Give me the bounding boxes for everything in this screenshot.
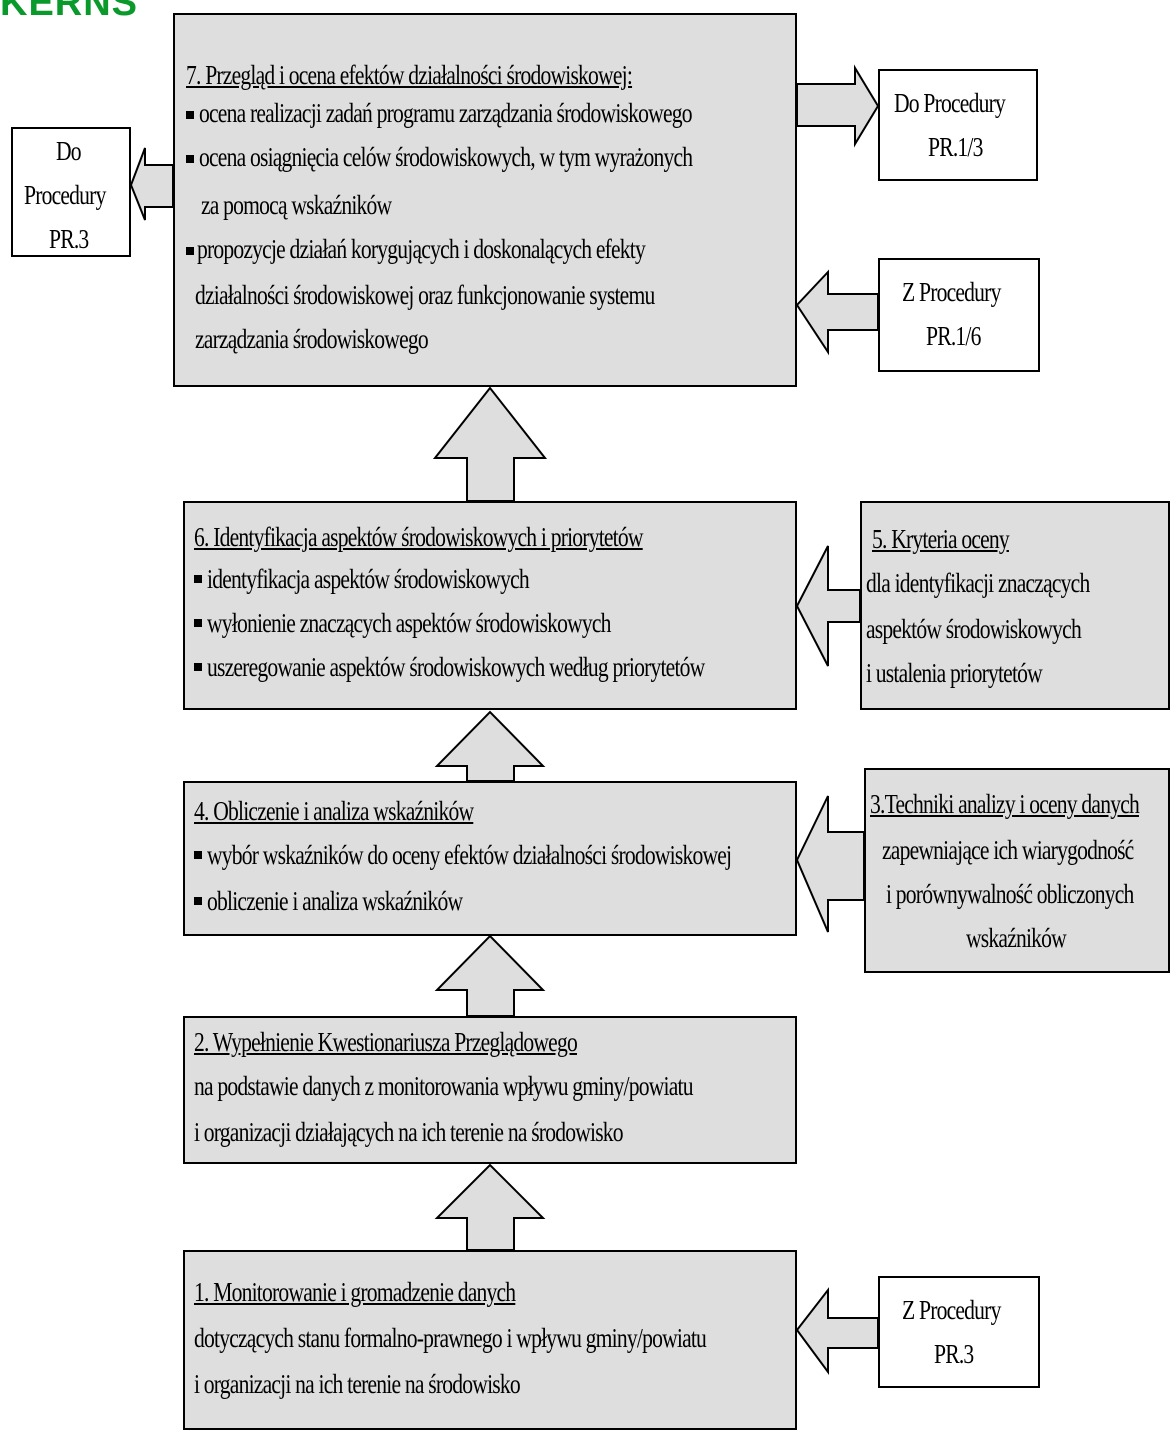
arrow-4-to-6 [434,710,546,782]
box7-line5: działalności środowiskowej oraz funkcjon… [195,280,655,310]
box5-title: 5. Kryteria oceny [872,524,1010,554]
ref-z-pr16-line2: PR.1/6 [926,321,981,351]
arrow-5-to-6 [795,545,861,667]
ref-z-procedury-pr3: Z Procedury PR.3 [878,1276,1040,1388]
logo: KERNS [0,0,139,24]
bullet-icon [194,851,202,859]
box2-line1: na podstawie danych z monitorowania wpły… [194,1071,694,1101]
arrow-6-to-7 [432,386,548,502]
arrow-pr16-to-7 [795,269,879,356]
box-identification-aspects: 6. Identyfikacja aspektów środowiskowych… [183,501,797,710]
arrow-1-to-2 [434,1163,546,1251]
box7-title: 7. Przegląd i ocena efektów działalności… [186,60,633,90]
box-questionnaire: 2. Wypełnienie Kwestionariusza Przeglądo… [183,1016,797,1164]
ref-do-pr13-line2: PR.1/3 [928,132,983,162]
ref-z-pr3-line2: PR.3 [934,1339,974,1369]
box5-line3: i ustalenia priorytetów [866,658,1043,688]
box3-line1: zapewniające ich wiarygodność [882,835,1134,865]
ref-do-procedury-pr3: Do Procedury PR.3 [11,127,131,257]
box5-line2: aspektów środowiskowych [866,614,1082,644]
ref-do-pr3-line1: Do [56,136,82,166]
ref-z-procedury-pr16: Z Procedury PR.1/6 [878,258,1040,372]
box4-line1: wybór wskaźników do oceny efektów działa… [207,840,732,870]
bullet-icon [194,663,202,671]
ref-z-pr3-line1: Z Procedury [902,1295,1001,1325]
box-review-evaluation: 7. Przegląd i ocena efektów działalności… [173,13,797,387]
bullet-icon [194,897,202,905]
box7-line4: propozycje działań korygujących i doskon… [197,234,646,264]
bullet-icon [186,247,194,255]
box7-line1: ocena realizacji zadań programu zarządza… [199,98,693,128]
bullet-icon [186,155,194,163]
ref-do-procedury-pr13: Do Procedury PR.1/3 [878,69,1038,181]
bullet-icon [186,111,194,119]
bullet-icon [194,619,202,627]
arrow-7-to-pr3 [129,147,174,221]
ref-do-pr13-line1: Do Procedury [894,88,1006,118]
bullet-icon [194,575,202,583]
box7-line2: ocena osiągnięcia celów środowiskowych, … [199,142,693,172]
box7-line3: za pomocą wskaźników [201,190,392,220]
box-evaluation-criteria: 5. Kryteria oceny dla identyfikacji znac… [860,501,1170,710]
box5-line1: dla identyfikacji znaczących [866,568,1090,598]
box3-title: 3.Techniki analizy i oceny danych [870,789,1140,819]
box-indicator-calculation: 4. Obliczenie i analiza wskaźników wybór… [183,781,797,936]
box3-line2: i porównywalność obliczonych [886,879,1134,909]
box6-line3: uszeregowanie aspektów środowiskowych we… [207,652,705,682]
box1-line1: dotyczących stanu formalno-prawnego i wp… [194,1323,707,1353]
box6-line1: identyfikacja aspektów środowiskowych [207,564,530,594]
ref-do-pr3-line2: Procedury [24,180,106,210]
box1-line2: i organizacji na ich terenie na środowis… [194,1369,521,1399]
ref-do-pr3-line3: PR.3 [49,224,89,254]
box2-line2: i organizacji działających na ich tereni… [194,1117,624,1147]
box2-title: 2. Wypełnienie Kwestionariusza Przeglądo… [194,1027,578,1057]
box6-line2: wyłonienie znaczących aspektów środowisk… [207,608,611,638]
box3-line3: wskaźników [966,923,1067,953]
arrow-2-to-4 [434,934,546,1017]
arrow-pr3-to-1 [795,1287,879,1376]
box-analysis-techniques: 3.Techniki analizy i oceny danych zapewn… [864,768,1170,973]
box7-line6: zarządzania środowiskowego [195,324,429,354]
arrow-7-to-pr13 [796,64,880,148]
box4-line2: obliczenie i analiza wskaźników [207,886,463,916]
ref-z-pr16-line1: Z Procedury [902,277,1001,307]
box6-title: 6. Identyfikacja aspektów środowiskowych… [194,522,643,552]
box-monitoring: 1. Monitorowanie i gromadzenie danych do… [183,1250,797,1430]
box4-title: 4. Obliczenie i analiza wskaźników [194,796,474,826]
arrow-3-to-4 [795,795,865,933]
box1-title: 1. Monitorowanie i gromadzenie danych [194,1277,516,1307]
